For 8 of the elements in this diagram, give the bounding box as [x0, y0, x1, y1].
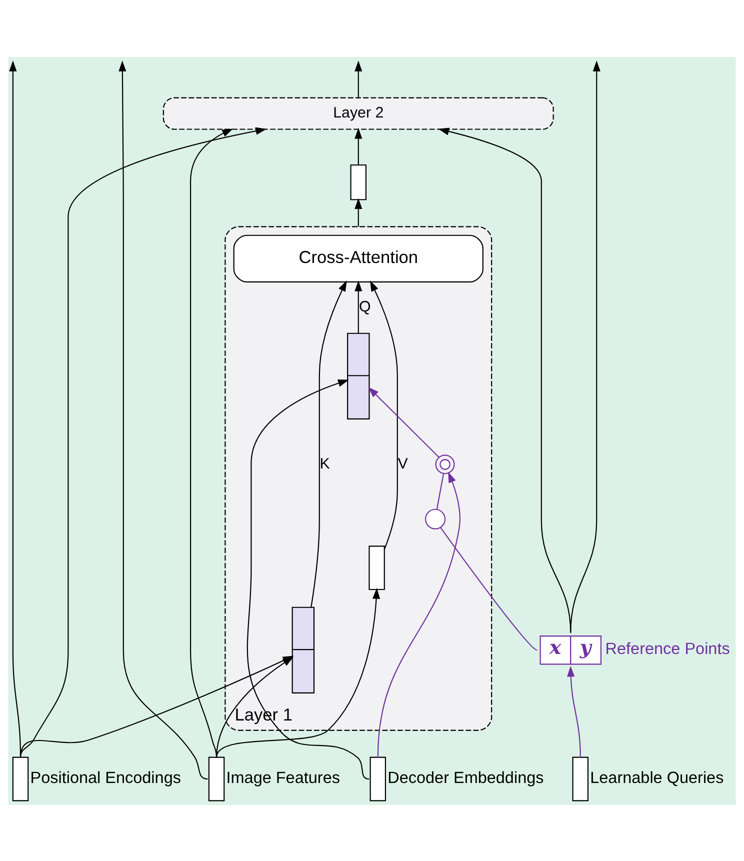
node-label: Learnable Queries: [590, 768, 724, 786]
node-label: Image Features: [226, 768, 340, 786]
edge-label: K: [320, 454, 330, 472]
node-label: Decoder Embeddings: [388, 768, 544, 786]
node-label: Positional Encodings: [30, 768, 181, 786]
edge-label: V: [398, 454, 408, 472]
node-label: Reference Points: [605, 639, 730, 658]
edge-label: Q: [358, 298, 371, 315]
